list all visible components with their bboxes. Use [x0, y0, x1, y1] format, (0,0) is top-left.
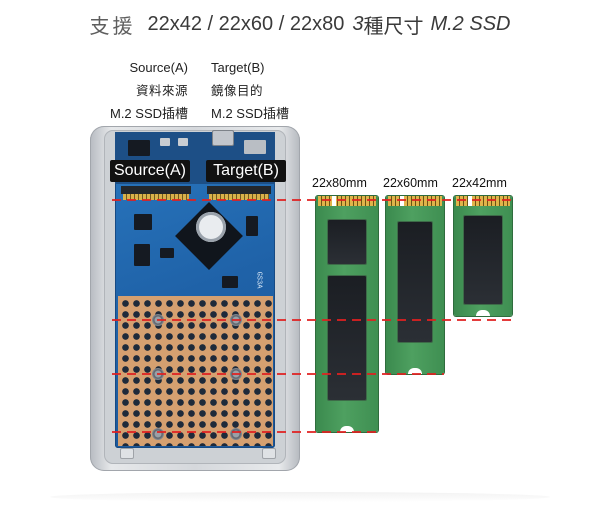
pcb-sticker	[196, 212, 226, 242]
target-zh: 鏡像目的	[211, 83, 264, 98]
source-title: Source(A)	[129, 60, 188, 75]
source-slot: M.2 SSD插槽	[109, 106, 188, 121]
headline-support: 支援	[89, 13, 136, 38]
headline-product: M.2 SSD	[430, 12, 511, 35]
pcb-component	[160, 138, 170, 146]
pcb-component	[160, 248, 174, 258]
target-title: Target(B)	[211, 60, 265, 75]
ssd-card-60-notch	[400, 196, 404, 206]
ssd-card-80-screw-notch	[340, 426, 354, 432]
source-zh: 資料來源	[135, 83, 188, 98]
card-42-label: 22x42mm	[452, 176, 507, 190]
pcb-component	[222, 276, 238, 288]
ssd-card-42-notch	[468, 196, 472, 206]
ssd-card-80-notch	[332, 196, 336, 206]
screw	[230, 314, 242, 326]
ssd-card-42-screw-notch	[476, 310, 490, 316]
slot-a-connector	[121, 186, 191, 194]
pcb-component	[134, 214, 152, 230]
slot-a-pins	[123, 194, 189, 200]
pcb-component	[246, 216, 258, 236]
slot-b-badge: Target(B)	[206, 160, 286, 182]
ssd-card-80-chip	[328, 276, 366, 400]
bottom-shadow	[50, 492, 550, 502]
ssd-card-60-chip	[398, 222, 432, 342]
card-60-label: 22x60mm	[383, 176, 438, 190]
target-slot: M.2 SSD插槽	[211, 106, 290, 121]
screw	[152, 368, 164, 380]
screw	[230, 368, 242, 380]
headline-kinds: 種尺寸	[363, 13, 424, 38]
screw	[230, 428, 242, 440]
ssd-card-60-connector	[388, 196, 442, 206]
pcb-mark: GS3A	[254, 271, 263, 289]
thermal-pad-grid	[118, 296, 273, 446]
pcb-component	[244, 140, 266, 154]
screw	[152, 314, 164, 326]
pcb-component	[178, 138, 188, 146]
ssd-card-80-chip	[328, 220, 366, 264]
headline-count: 3	[352, 12, 364, 35]
card-80-label: 22x80mm	[312, 176, 367, 190]
screw	[152, 428, 164, 440]
ssd-card-42-connector	[456, 196, 510, 206]
headline-sizes: 22x42 / 22x60 / 22x80	[147, 12, 345, 35]
usb-port	[212, 130, 234, 146]
slot-b-connector	[207, 186, 271, 194]
pcb-component	[128, 140, 150, 156]
ssd-card-60-screw-notch	[408, 368, 422, 374]
ssd-card-42-chip	[464, 216, 502, 304]
slot-a-badge: Source(A)	[110, 160, 190, 182]
headline: 支援 22x42 / 22x60 / 22x80 3 種尺寸 M.2 SSD	[0, 6, 600, 42]
pcb-component	[134, 244, 150, 266]
ssd-card-80-connector	[318, 196, 376, 206]
enclosure-foot	[262, 448, 276, 459]
slot-b-pins	[209, 194, 269, 200]
enclosure-foot	[120, 448, 134, 459]
